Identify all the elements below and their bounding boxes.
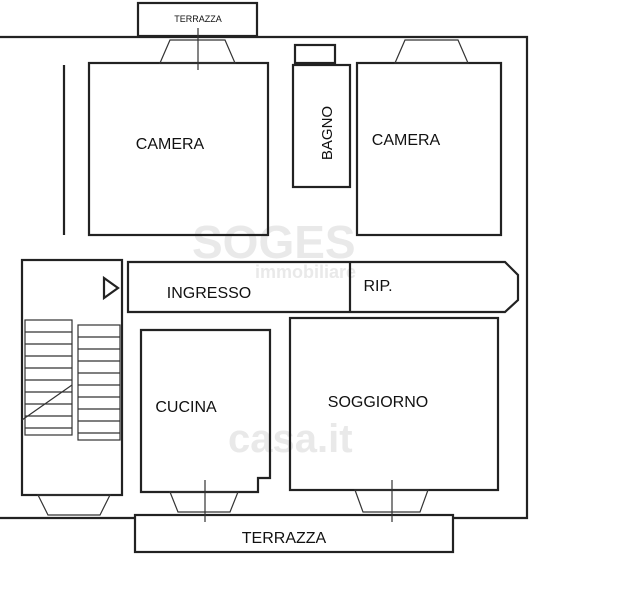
watermark-agency-text: SOGES [192, 216, 356, 268]
windows [37, 28, 469, 522]
room-label-storage: RIP. [363, 278, 392, 295]
room-label-terrace-top: TERRAZZA [174, 14, 222, 24]
staircase [21, 319, 121, 441]
room-label-living-room: SOGGIORNO [328, 394, 428, 411]
room-label-entrance: INGRESSO [167, 285, 251, 302]
room-label-bedroom-left: CAMERA [136, 136, 205, 153]
room-label-bathroom: BAGNO [319, 106, 336, 160]
room-label-terrace-bottom: TERRAZZA [242, 530, 327, 547]
watermark-agency-sub: immobiliare [255, 262, 356, 282]
room-label-kitchen: CUCINA [155, 399, 217, 416]
watermark-agency: SOGES immobiliare [192, 216, 356, 282]
room-label-bedroom-right: CAMERA [372, 132, 441, 149]
